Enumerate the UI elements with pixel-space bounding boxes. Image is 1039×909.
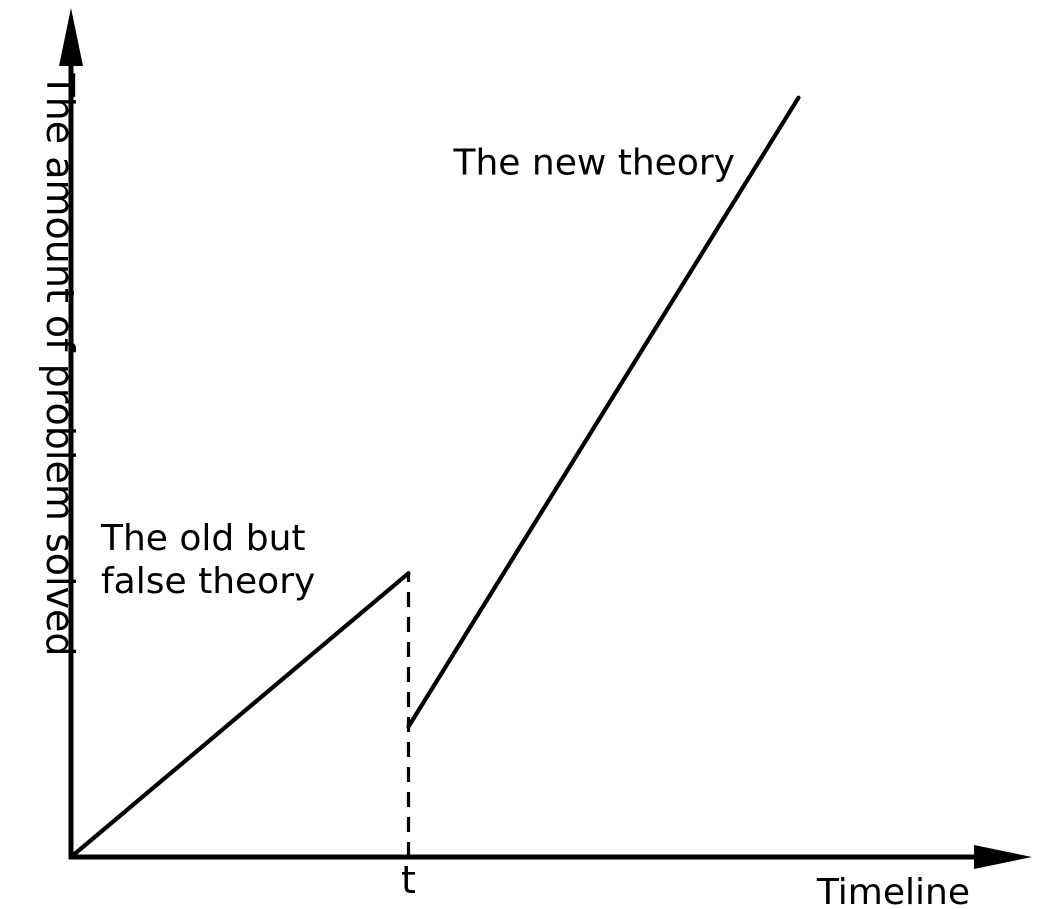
series-line-old — [68, 571, 411, 860]
annotation-old-line-0: The old but — [100, 518, 306, 559]
y-axis-arrowhead — [59, 8, 83, 66]
x-axis-label: Timeline — [816, 872, 970, 909]
annotation-old-line-1: false theory — [101, 561, 315, 602]
x-axis-arrowhead — [974, 845, 1032, 869]
y-axis-label: The amount of problem solved — [38, 72, 82, 656]
annotation-new-line-0: The new theory — [453, 142, 735, 183]
x-tick-label-0: t — [401, 858, 416, 902]
series-layer — [68, 95, 801, 860]
annotation-new: The new theory — [453, 142, 735, 183]
series-line-new — [406, 95, 801, 729]
axes-layer: t — [59, 8, 1032, 902]
